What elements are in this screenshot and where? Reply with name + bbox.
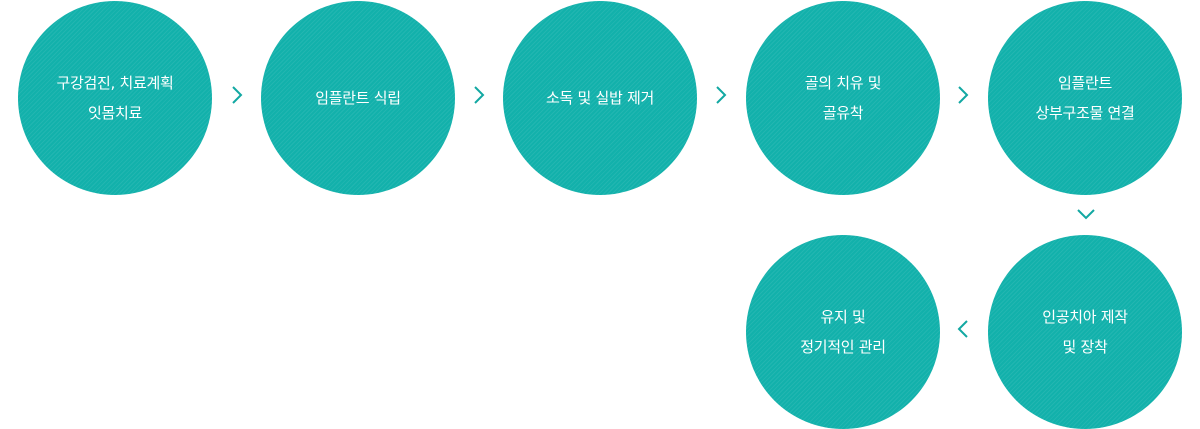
step-label-line: 임플란트 (1057, 74, 1112, 92)
step-label-line: 골유착 (822, 104, 864, 122)
step-label-line: 임플란트 식립 (315, 89, 401, 107)
step-1-checkup: 구강검진, 치료계획 잇몸치료 (18, 1, 212, 195)
step-label-line: 인공치아 제작 (1042, 308, 1128, 326)
step-label-line: 정기적인 관리 (800, 338, 886, 356)
step-4-osseointegration: 골의 치유 및 골유착 (746, 1, 940, 195)
step-2-implant-placement: 임플란트 식립 (261, 1, 455, 195)
chevron-right-icon (227, 85, 247, 105)
step-label-line: 소독 및 실밥 제거 (546, 89, 654, 107)
step-label-line: 구강검진, 치료계획 (56, 74, 174, 92)
step-label-line: 골의 치유 및 (804, 74, 882, 92)
step-7-maintenance: 유지 및 정기적인 관리 (746, 235, 940, 429)
step-label-line: 유지 및 (820, 308, 866, 326)
step-5-abutment-connection: 임플란트 상부구조물 연결 (988, 1, 1182, 195)
chevron-right-icon (711, 85, 731, 105)
step-label-line: 상부구조물 연결 (1035, 104, 1135, 122)
step-3-disinfection: 소독 및 실밥 제거 (503, 1, 697, 195)
step-6-crown-fabrication: 인공치아 제작 및 장착 (988, 235, 1182, 429)
chevron-right-icon (953, 85, 973, 105)
step-label-line: 잇몸치료 (87, 104, 142, 122)
chevron-left-icon (953, 319, 973, 339)
chevron-down-icon (1076, 204, 1096, 224)
chevron-right-icon (469, 85, 489, 105)
step-label-line: 및 장착 (1062, 338, 1108, 356)
